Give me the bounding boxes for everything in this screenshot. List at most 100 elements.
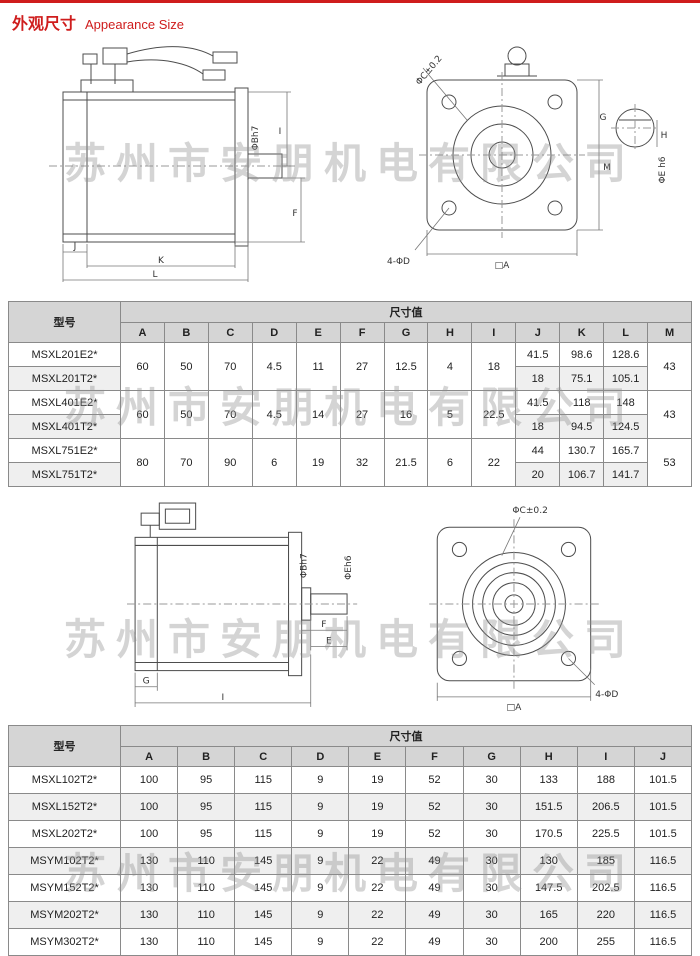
col-header-d: D <box>291 746 350 767</box>
table-row: MSXL152T2* 100 95 115 9 19 52 30 151.5 2… <box>8 793 693 821</box>
dim-cell: 133 <box>519 766 578 794</box>
drawing-section-middle: ΦBh7 ΦEh6 F E G I ΦC±0.2 4-ΦD <box>0 499 700 713</box>
dim-cell: 22 <box>471 438 517 487</box>
table-header-row: 型号 尺寸值 <box>8 725 692 767</box>
dim-cell: 22 <box>348 847 407 875</box>
page-title-en: Appearance Size <box>85 17 185 32</box>
dim-cell: 52 <box>405 793 464 821</box>
dim-cell: 18 <box>515 366 561 391</box>
dim-label-i: I <box>222 693 225 703</box>
dim-cell: 106.7 <box>559 462 605 487</box>
dim-cell: 115 <box>234 766 293 794</box>
dim-label-holes: 4-ΦD <box>595 690 618 700</box>
dim-cell: 202.5 <box>576 874 635 902</box>
dim-cell: 145 <box>234 847 293 875</box>
dim-cell: 130.7 <box>559 438 605 463</box>
model-cell: MSYM202T2* <box>8 901 121 929</box>
dim-cell: 4.5 <box>251 390 297 439</box>
dim-cell: 70 <box>207 390 253 439</box>
dim-cell: 9 <box>291 901 350 929</box>
dim-label-k: K <box>158 256 165 266</box>
col-header-e: E <box>348 746 407 767</box>
dim-cell: 101.5 <box>633 793 693 821</box>
dim-cell: 30 <box>462 820 521 848</box>
dim-cell: 100 <box>119 793 179 821</box>
size-header: 尺寸值 <box>120 301 692 323</box>
table-row: MSYM152T2* 130 110 145 9 22 49 30 147.5 … <box>8 874 693 902</box>
dimension-table-small-motors: 型号 尺寸值 A B C D E F G H I J K L M MSXL201… <box>8 301 692 487</box>
dim-cell: 27 <box>339 390 385 439</box>
dim-cell: 43 <box>647 390 692 439</box>
dim-label-e: E <box>326 636 332 646</box>
model-cell: MSXL401T2* <box>8 414 121 439</box>
dim-label-shaft-dia: ΦBh7 <box>251 126 261 151</box>
col-header-i: I <box>576 746 635 767</box>
dim-cell: 200 <box>519 928 578 956</box>
dimension-table-large-motors: 型号 尺寸值 A B C D E F G H I J MSXL102T2* 10… <box>8 725 693 956</box>
model-cell: MSXL152T2* <box>8 793 121 821</box>
dim-cell: 100 <box>119 766 179 794</box>
dim-cell: 16 <box>383 390 429 439</box>
dim-cell: 130 <box>119 847 179 875</box>
dim-cell: 30 <box>462 928 521 956</box>
col-header-f: F <box>339 322 385 343</box>
dim-label-m: M <box>603 163 611 173</box>
dim-cell: 185 <box>576 847 635 875</box>
dim-cell: 19 <box>348 766 407 794</box>
dim-label-i: I <box>279 127 282 137</box>
model-cell: MSYM102T2* <box>8 847 121 875</box>
dim-cell: 98.6 <box>559 342 605 367</box>
col-header-a: A <box>119 746 179 767</box>
drawing-section-top: I F ΦBh7 J K L ΦC±0.2 <box>0 39 700 293</box>
dim-cell: 70 <box>207 342 253 391</box>
page-title: 外观尺寸 Appearance Size <box>0 3 700 37</box>
dim-label-l: L <box>152 270 157 280</box>
dim-cell: 220 <box>576 901 635 929</box>
table-row: MSYM202T2* 130 110 145 9 22 49 30 165 22… <box>8 901 693 929</box>
dim-label-f: F <box>292 209 297 219</box>
dim-cell: 60 <box>120 342 165 391</box>
dim-cell: 170.5 <box>519 820 578 848</box>
model-cell: MSXL102T2* <box>8 766 121 794</box>
model-cell: MSYM302T2* <box>8 928 121 956</box>
dim-label-square-a: □A <box>507 703 523 713</box>
dim-label-pilot-dia: ΦC±0.2 <box>512 506 548 516</box>
dim-cell: 147.5 <box>519 874 578 902</box>
model-cell: MSXL202T2* <box>8 820 121 848</box>
dim-cell: 22.5 <box>471 390 517 439</box>
dim-cell: 53 <box>647 438 692 487</box>
dim-cell: 30 <box>462 847 521 875</box>
dim-label-flange-dia: ΦBh7 <box>300 553 310 578</box>
table-row: MSXL201E2* 60 50 70 4.5 11 27 12.5 4 18 … <box>8 342 692 391</box>
dim-cell: 110 <box>177 901 236 929</box>
dim-cell: 6 <box>251 438 297 487</box>
dim-cell: 27 <box>339 342 385 391</box>
col-header-j: J <box>633 746 693 767</box>
top-red-rule <box>0 0 700 3</box>
dim-cell: 19 <box>348 793 407 821</box>
dim-label-shaft-dia: ΦEh6 <box>344 555 354 580</box>
model-header: 型号 <box>8 301 121 343</box>
motor-side-view-drawing-large: ΦBh7 ΦEh6 F E G I <box>127 502 358 707</box>
dim-cell: 14 <box>295 390 341 439</box>
dim-cell: 12.5 <box>383 342 429 391</box>
col-header-i: I <box>471 322 517 343</box>
table-row: MSXL751E2* 80 70 90 6 19 32 21.5 6 22 44… <box>8 438 692 487</box>
col-header-k: K <box>559 322 605 343</box>
size-header: 尺寸值 <box>120 725 692 747</box>
dim-cell: 75.1 <box>559 366 605 391</box>
dim-cell: 52 <box>405 820 464 848</box>
dim-cell: 94.5 <box>559 414 605 439</box>
dim-cell: 90 <box>207 438 253 487</box>
motor-front-view-drawing-small: ΦC±0.2 M 4-ΦD □A G H ΦE h6 <box>387 46 668 271</box>
dim-cell: 30 <box>462 901 521 929</box>
model-cell: MSYM152T2* <box>8 874 121 902</box>
dim-cell: 255 <box>576 928 635 956</box>
dim-cell: 101.5 <box>633 820 693 848</box>
dim-cell: 115 <box>234 793 293 821</box>
col-header-e: E <box>295 322 341 343</box>
dim-cell: 130 <box>119 901 179 929</box>
dim-label-holes: 4-ΦD <box>387 257 410 267</box>
dim-cell: 116.5 <box>633 928 693 956</box>
